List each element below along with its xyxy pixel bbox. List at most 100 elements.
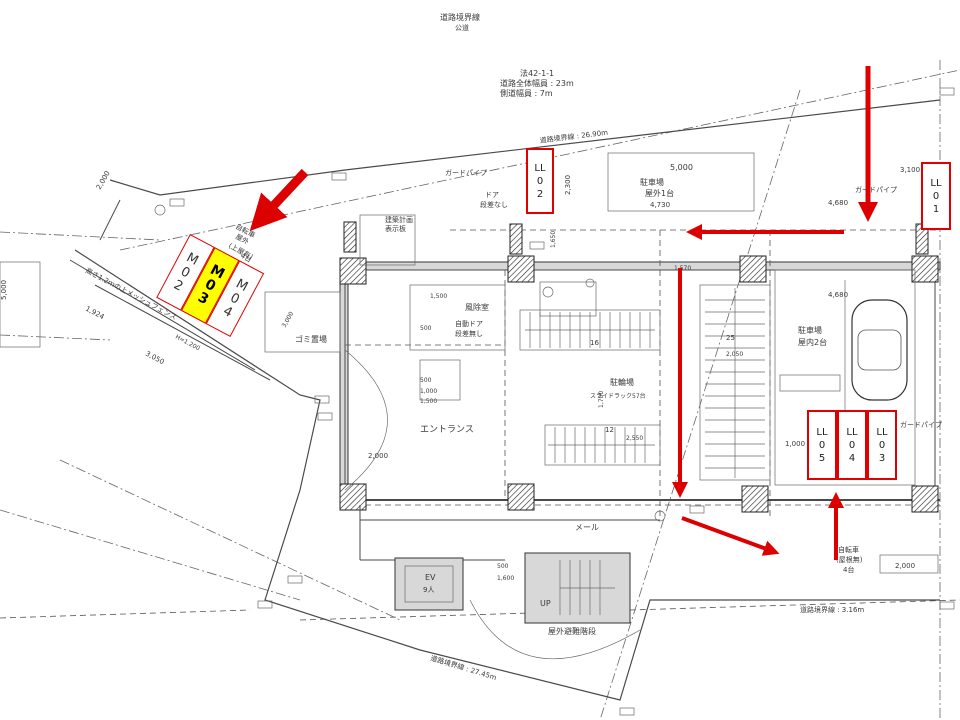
bike-rack-block-upper — [519, 309, 661, 351]
fixture — [542, 286, 554, 298]
survey-point — [654, 510, 666, 522]
stair-landing — [419, 359, 461, 401]
marker-ll02-l2: 0 — [536, 175, 544, 187]
entrance-swing — [344, 349, 388, 491]
marker-ll03[interactable]: LL 0 3 — [867, 410, 897, 480]
fence-line-inner — [69, 259, 256, 371]
bike-lot-right-count: 4台 — [843, 565, 854, 574]
site-boundary-bottom — [74, 249, 940, 701]
construction-line — [0, 609, 251, 619]
bike-parking-sub: スライドラック57台 — [590, 392, 646, 400]
red-arrows — [249, 66, 878, 560]
stairs-up-label: UP — [540, 599, 551, 608]
guard-pipe-right: ガードパイプ — [900, 420, 942, 429]
parking-out-label: 駐車場 — [640, 177, 664, 187]
top-sub: 公道 — [455, 23, 469, 32]
dim-1000-parking: 1,000 — [785, 440, 805, 448]
construction-line — [0, 334, 111, 341]
bike-parking-label: 駐輪場 — [610, 377, 634, 387]
bike-rack-vertical — [699, 284, 771, 481]
dim-500-ev: 500 — [497, 563, 509, 570]
marker-ll01[interactable]: LL 0 1 — [921, 162, 951, 230]
guard-pipe-right-top: ガードパイプ — [855, 185, 897, 194]
dim-4680: 4,680 — [828, 199, 848, 207]
marker-ll01-l3: 1 — [932, 203, 940, 215]
marker-ll05-l2: 0 — [818, 439, 826, 451]
sidewalk-width: 側道幅員 : 7m — [500, 88, 553, 98]
outdoor-parking — [607, 152, 755, 212]
adjacent-dim: 5,000 — [0, 280, 8, 300]
dim-1924: 1,924 — [84, 305, 106, 322]
dim-2050: 2,050 — [726, 351, 743, 358]
marker-ll04-l2: 0 — [848, 439, 856, 451]
door-sub: 段差なし — [480, 200, 508, 209]
sign-area — [359, 214, 416, 266]
marker-ll05[interactable]: LL 0 5 — [807, 410, 837, 480]
entrance-dim: 2,000 — [368, 452, 388, 460]
building-wall-left — [339, 261, 349, 501]
evac-stairs-label: 屋外避難階段 — [548, 626, 596, 636]
marker-ll01-l2: 0 — [932, 190, 940, 202]
indoor-parking — [774, 269, 916, 486]
evac-stair-treads — [559, 560, 615, 615]
parking-out-sub: 屋外1台 — [645, 188, 674, 198]
rack-count-16: 16 — [590, 339, 599, 347]
boundary-top-label: 道路境界線 : 26.90m — [539, 128, 608, 145]
construction-line — [119, 69, 960, 251]
adjacent-building — [0, 261, 41, 348]
construction-line — [0, 231, 161, 241]
bike-lot-right-box — [879, 554, 939, 574]
windbreak-label: 風除室 — [465, 302, 489, 312]
dim-3100: 3,100 — [900, 166, 920, 174]
utility-room — [539, 281, 597, 317]
column — [507, 483, 535, 511]
marker-ll03-l3: 3 — [878, 452, 886, 464]
top-title: 道路境界線 — [440, 12, 480, 22]
parking-sign — [779, 374, 841, 392]
ev-capacity: 9人 — [423, 586, 434, 594]
fixture — [585, 278, 595, 288]
ev-label: EV — [425, 573, 436, 582]
marker-m03-l3: 3 — [195, 288, 212, 308]
entrance-label: エントランス — [420, 424, 474, 435]
parking-in-sub: 屋内2台 — [798, 337, 827, 347]
construction-line — [59, 459, 401, 621]
level-markers — [169, 87, 955, 716]
column — [741, 485, 769, 513]
dim-parking-in: 4,680 — [828, 291, 848, 299]
parking-in-label: 駐車場 — [798, 325, 822, 335]
stair-swing — [469, 599, 641, 660]
dim-1600-ev: 1,600 — [497, 575, 514, 582]
dim-1700: 1,700 — [598, 391, 605, 408]
mail-label: メール — [575, 523, 599, 532]
bike-rack-lines-lower — [548, 427, 655, 463]
arrow-to-m-lots — [249, 168, 309, 232]
dim-2000-left: 2,000 — [95, 170, 112, 191]
marker-ll04-l3: 4 — [848, 452, 856, 464]
bike-rack-lines-vertical — [705, 288, 765, 478]
dim-1000: 1,000 — [420, 388, 437, 395]
marker-ll02-l1: LL — [534, 162, 546, 174]
marker-m02-l3: 2 — [171, 277, 186, 295]
column — [739, 255, 767, 283]
marker-ll04[interactable]: LL 0 4 — [837, 410, 867, 480]
column — [911, 255, 939, 283]
dim-2550: 2,550 — [626, 435, 643, 442]
marker-ll03-l1: LL — [876, 426, 888, 438]
dim-2300: 2,300 — [564, 175, 572, 195]
column — [507, 255, 535, 283]
rack-count-12: 12 — [605, 426, 614, 434]
marker-ll02[interactable]: LL 0 2 — [526, 148, 554, 214]
arrow-to-bike-lot — [681, 516, 780, 556]
fence-line — [94, 284, 271, 381]
survey-point — [154, 204, 166, 216]
dim-500-a: 500 — [420, 325, 432, 332]
column — [911, 485, 939, 513]
column — [339, 483, 367, 511]
site-boundary-line — [99, 199, 121, 241]
road-title: 法42-1-1 — [520, 68, 554, 78]
windbreak-room — [409, 284, 506, 351]
car-icon — [851, 299, 908, 401]
dim-1500-b: 1,500 — [420, 398, 437, 405]
